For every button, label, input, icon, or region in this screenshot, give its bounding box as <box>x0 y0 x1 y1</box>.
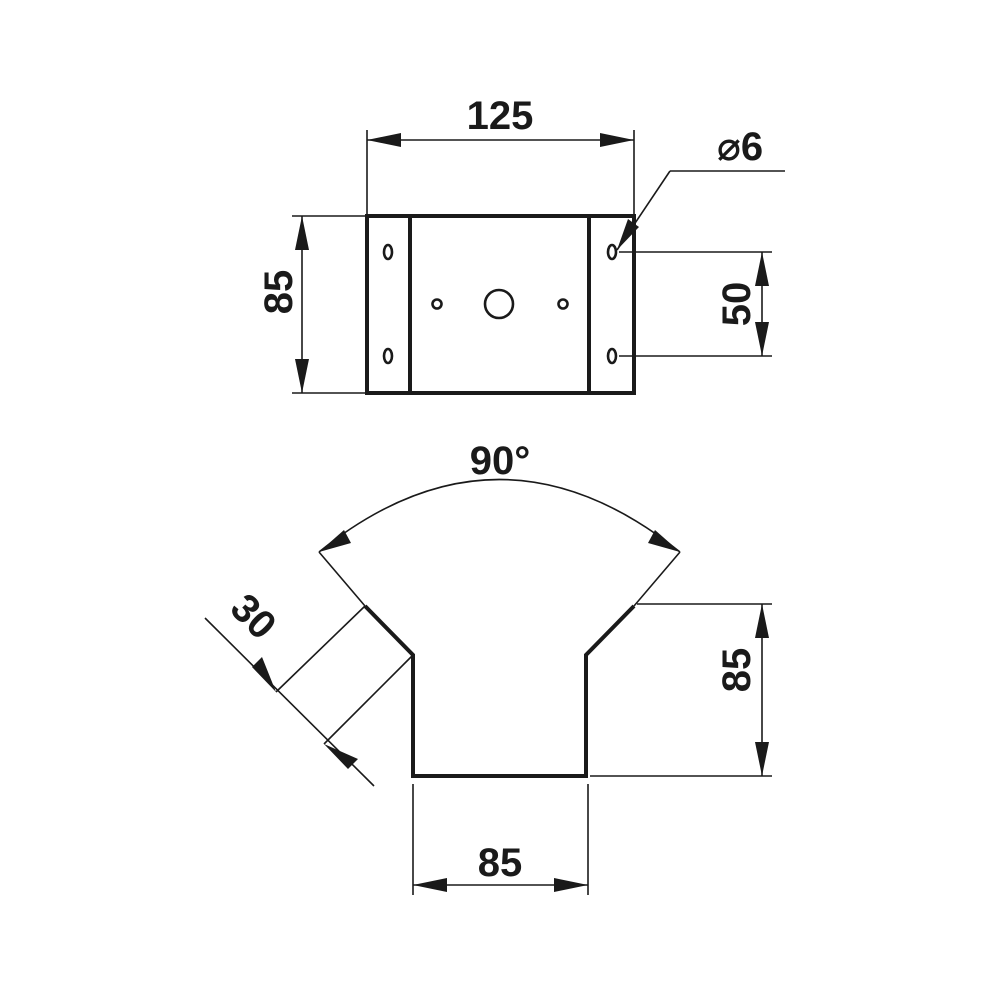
hole-spacing-label: 50 <box>715 282 759 327</box>
dimension-angle-90: 90° <box>318 439 681 607</box>
base-width-label: 85 <box>478 841 523 885</box>
dimension-height-85-top: 85 <box>257 215 367 394</box>
flange-label: 30 <box>222 586 285 649</box>
dimension-hole-diameter: ⌀6 <box>616 125 785 251</box>
slot-hole-top-right <box>606 243 618 261</box>
channel-profile <box>363 604 636 778</box>
center-hole <box>483 288 515 320</box>
slot-hole-bottom-right <box>606 347 618 365</box>
side-view: 90° 30 85 85 <box>204 439 772 895</box>
dimension-hole-spacing-50: 50 <box>619 251 772 357</box>
width-label: 125 <box>467 94 534 138</box>
top-view: 125 85 50 ⌀6 <box>257 94 785 395</box>
side-height-label: 85 <box>715 648 759 693</box>
dimension-width-125: 125 <box>366 94 635 216</box>
dimension-flange-30: 30 <box>204 586 414 787</box>
small-hole-right <box>557 298 569 310</box>
dimension-height-85-side: 85 <box>590 603 772 777</box>
top-height-label: 85 <box>257 270 301 315</box>
dimension-base-width-85: 85 <box>412 784 589 895</box>
hole-diameter-label: ⌀6 <box>717 125 763 169</box>
slot-hole-top-left <box>382 243 394 261</box>
top-plate-outline <box>365 214 636 395</box>
small-hole-left <box>431 298 443 310</box>
slot-hole-bottom-left <box>382 347 394 365</box>
angle-label: 90° <box>470 439 531 483</box>
